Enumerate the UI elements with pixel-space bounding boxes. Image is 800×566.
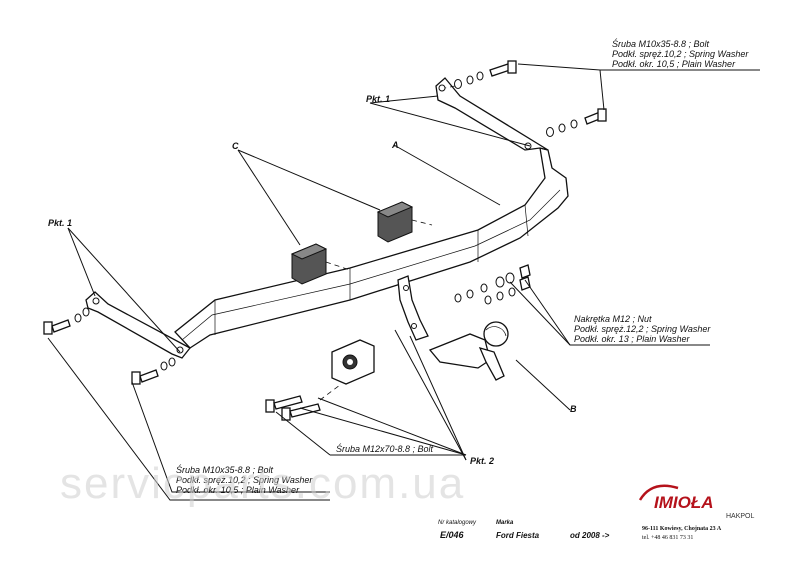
top-right-fasteners [444,60,607,137]
marker-pkt2: Pkt. 2 [470,456,494,466]
hitch-ball-mount [397,275,509,381]
bolt-top-line-1: Śruba M10x35-8.8 ; Bolt [612,38,710,49]
marker-b: B [570,404,577,414]
left-fasteners [43,307,176,385]
left-side-bracket [85,291,191,359]
bolt-top-line-3: Podkł. okr. 10,5 ; Plain Washer [612,59,736,69]
catalog-value: E/046 [440,530,465,540]
cross-bar [174,147,569,349]
make-value: Ford Fiesta [496,531,540,540]
socket-plate [331,339,375,385]
bolt-bottom-line-2: Podkł. spręż.10,2 ; Spring Washer [176,475,313,485]
callout-bolt-bottom: Śruba M10x35-8.8 ; Bolt Podkł. spręż.10,… [176,464,313,495]
footer-block: Nr katalogowy E/046 Marka Ford Fiesta od… [438,484,755,541]
rubber-pads [290,201,433,285]
nut-line-2: Podkł. spręż.12,2 ; Spring Washer [574,324,711,334]
bolt-top-line-2: Podkł. spręż.10,2 ; Spring Washer [612,49,749,59]
callout-bolt-m12: Śruba M12x70-8.8 ; Bolt [336,443,434,454]
watermark: servicparts.com.ua [60,459,465,508]
brand-sub: HAKPOL [726,513,755,520]
callout-nut-right: Nakrętka M12 ; Nut Podkł. spręż.12,2 ; S… [574,314,711,344]
m12-bolts [265,384,341,421]
year-range: od 2008 -> [570,531,610,540]
nut-fasteners [454,264,531,305]
bolt-bottom-line-3: Podkł. okr. 10,5 ; Plain Washer [176,485,300,495]
brand-logo: IMIOŁA HAKPOL [638,484,755,520]
company-address: 96-111 Kowiesy, Chojnata 23 A [642,526,722,532]
bolt-bottom-line-1: Śruba M10x35-8.8 ; Bolt [176,464,274,475]
brand-name: IMIOŁA [654,493,714,512]
nut-line-1: Nakrętka M12 ; Nut [574,314,652,324]
company-phone: tel. +48 46 831 73 31 [642,535,693,541]
catalog-label: Nr katalogowy [438,520,477,526]
marker-c: C [232,141,239,151]
marker-pkt1-left: Pkt. 1 [48,218,72,228]
make-label: Marka [496,520,514,526]
nut-line-3: Podkł. okr. 13 ; Plain Washer [574,334,691,344]
callout-bolt-top: Śruba M10x35-8.8 ; Bolt Podkł. spręż.10,… [612,38,749,69]
right-side-bracket [435,77,549,151]
marker-a: A [391,140,399,150]
marker-pkt1-top: Pkt. 1 [366,94,390,104]
leader-lines [47,63,760,501]
